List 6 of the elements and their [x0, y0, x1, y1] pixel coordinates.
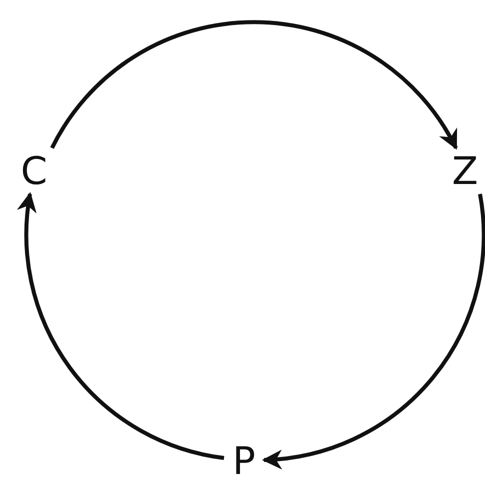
- curved-arrow: [262, 194, 485, 468]
- node-label: P: [232, 439, 256, 483]
- node-label: Z: [452, 149, 478, 193]
- curved-arrow: [50, 20, 458, 150]
- curved-arrow: [18, 192, 224, 460]
- node-label: C: [20, 149, 48, 193]
